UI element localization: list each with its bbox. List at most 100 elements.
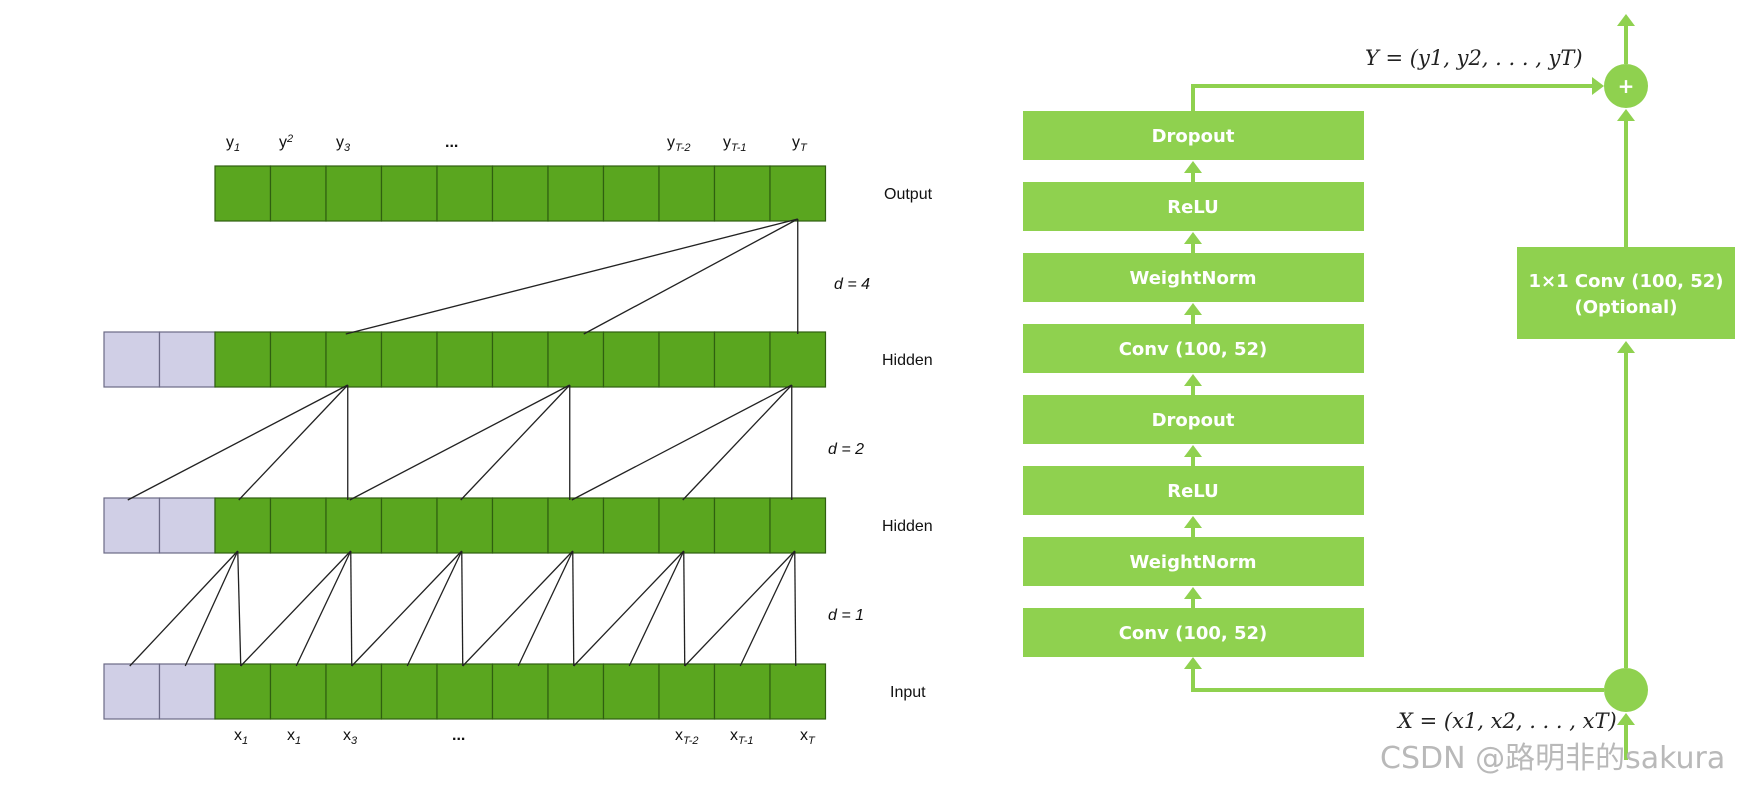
sequence-cell [214, 497, 272, 554]
input-label-3: x3 [343, 727, 358, 747]
output-labels: y1 y2 y3 ... yT-2 yT-1 yT [226, 133, 808, 154]
row-hidden-2 [103, 331, 827, 388]
layer-relu-top: ReLU [1023, 182, 1364, 231]
sequence-cell [658, 497, 716, 554]
connection-line [351, 550, 463, 667]
sequence-cell [658, 165, 716, 222]
residual-conv-box: 1×1 Conv (100, 52) (Optional) [1517, 247, 1735, 339]
layer-box [1023, 324, 1364, 373]
residual-box [1517, 247, 1735, 339]
connection-line [129, 550, 239, 667]
arrowhead-icon [1617, 14, 1635, 26]
sequence-cell [436, 165, 494, 222]
sequence-cell [547, 497, 605, 554]
connection-line [237, 550, 242, 667]
sequence-cell [214, 165, 272, 222]
sequence-cell [713, 331, 771, 388]
sequence-cell [547, 331, 605, 388]
output-label-1: y1 [226, 134, 240, 154]
sequence-cell [325, 497, 383, 554]
sequence-cell [658, 663, 716, 720]
layer-box [1023, 253, 1364, 302]
input-node [1604, 668, 1648, 712]
arrowhead-icon [1184, 232, 1202, 244]
sequence-cell [769, 497, 827, 554]
connection-line [683, 550, 686, 667]
connection-line [349, 384, 571, 501]
output-label-t-1: yT-1 [723, 134, 747, 154]
connection-line [572, 550, 575, 667]
residual-block-diagram: Dropout ReLU WeightNorm Conv (100, 52) D… [1023, 14, 1735, 776]
plus-icon: + [1618, 74, 1635, 98]
arrowhead-icon [1617, 713, 1635, 725]
dilation-label-1: d = 1 [828, 607, 864, 624]
arrowhead-icon [1184, 657, 1202, 669]
sequence-cell [491, 497, 549, 554]
row-input [103, 663, 827, 720]
layer-name-input: Input [890, 684, 926, 701]
layer-label: Dropout [1152, 410, 1235, 431]
dilation-label-2: d = 2 [828, 441, 864, 458]
sequence-cell [269, 497, 327, 554]
layer-box [1023, 182, 1364, 231]
arrowhead-icon [1592, 77, 1604, 95]
sequence-cell [269, 663, 327, 720]
residual-label-1: 1×1 Conv (100, 52) [1529, 271, 1724, 292]
padding-cell [103, 663, 161, 720]
arrowhead-icon [1184, 587, 1202, 599]
block-flow-arrows [1184, 14, 1635, 760]
sequence-cell [214, 331, 272, 388]
arrowhead-icon [1617, 341, 1635, 353]
sequence-cell [713, 663, 771, 720]
sequence-cell [380, 165, 438, 222]
sequence-cell [436, 497, 494, 554]
flow-line [1191, 84, 1600, 111]
arrowhead-icon [1184, 161, 1202, 173]
padding-cell [158, 331, 216, 388]
connection-line [573, 550, 685, 667]
sequence-cell [769, 663, 827, 720]
layer-label: ReLU [1167, 197, 1219, 218]
input-label-ellipsis: ... [452, 727, 465, 744]
row-hidden-1 [103, 497, 827, 554]
connection-line [345, 218, 798, 335]
connection-line [794, 550, 797, 667]
sequence-cell [380, 663, 438, 720]
connection-line [184, 550, 239, 667]
sequence-cell [436, 331, 494, 388]
connection-line [684, 550, 796, 667]
layer-label: WeightNorm [1130, 268, 1257, 289]
layer-name-output: Output [884, 186, 933, 203]
sequence-cell [269, 331, 327, 388]
sequence-cell [491, 663, 549, 720]
sequence-cell [325, 331, 383, 388]
residual-label-2: (Optional) [1575, 297, 1678, 318]
sequence-cell [713, 165, 771, 222]
input-label-t-2: xT-2 [675, 727, 699, 747]
add-circle [1604, 64, 1648, 108]
layer-box [1023, 608, 1364, 657]
output-label-3: y3 [336, 134, 351, 154]
connection-line [240, 550, 352, 667]
layer-box [1023, 111, 1364, 160]
connection-line [571, 384, 793, 501]
sequence-cell [713, 497, 771, 554]
layer-conv-bottom: Conv (100, 52) [1023, 608, 1364, 657]
layer-label: WeightNorm [1130, 552, 1257, 573]
sequence-cell [269, 165, 327, 222]
layer-name-hidden-2: Hidden [882, 352, 933, 369]
input-label-2: x1 [287, 727, 301, 747]
flow-line [1191, 660, 1604, 692]
sequence-cell [602, 331, 660, 388]
layer-label: Conv (100, 52) [1119, 623, 1268, 644]
layer-box [1023, 466, 1364, 515]
connection-line [295, 550, 352, 667]
input-labels: x1 x1 x3 ... xT-2 xT-1 xT [234, 727, 816, 747]
connection-line [517, 550, 574, 667]
layer-conv-top: Conv (100, 52) [1023, 324, 1364, 373]
sequence-cell [547, 165, 605, 222]
output-label-t: yT [792, 134, 808, 154]
dilation-label-4: d = 4 [834, 276, 870, 293]
layer-dropout-top: Dropout [1023, 111, 1364, 160]
